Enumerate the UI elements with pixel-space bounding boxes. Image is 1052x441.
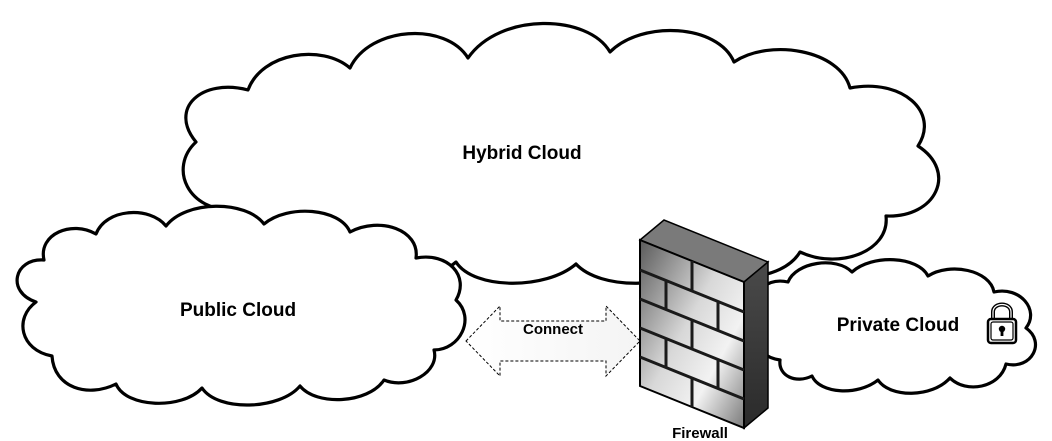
- hybrid-cloud-shape: [181, 21, 941, 285]
- connect-arrow: Connect: [465, 304, 641, 378]
- double-arrow-icon: [465, 304, 641, 378]
- private-cloud-label: Private Cloud: [837, 315, 959, 336]
- brick-wall-icon: [638, 219, 770, 430]
- firewall: Firewall: [638, 219, 770, 441]
- hybrid-cloud-label: Hybrid Cloud: [462, 143, 581, 164]
- public-cloud: Public Cloud: [15, 204, 467, 407]
- firewall-label: Firewall: [672, 425, 728, 441]
- public-cloud-label: Public Cloud: [180, 300, 296, 321]
- private-cloud-shape: [752, 258, 1038, 395]
- padlock-icon: [986, 302, 1018, 345]
- public-cloud-shape: [15, 204, 467, 407]
- connect-label: Connect: [523, 321, 583, 338]
- private-cloud: Private Cloud: [752, 258, 1038, 395]
- hybrid-cloud: Hybrid Cloud: [181, 21, 941, 285]
